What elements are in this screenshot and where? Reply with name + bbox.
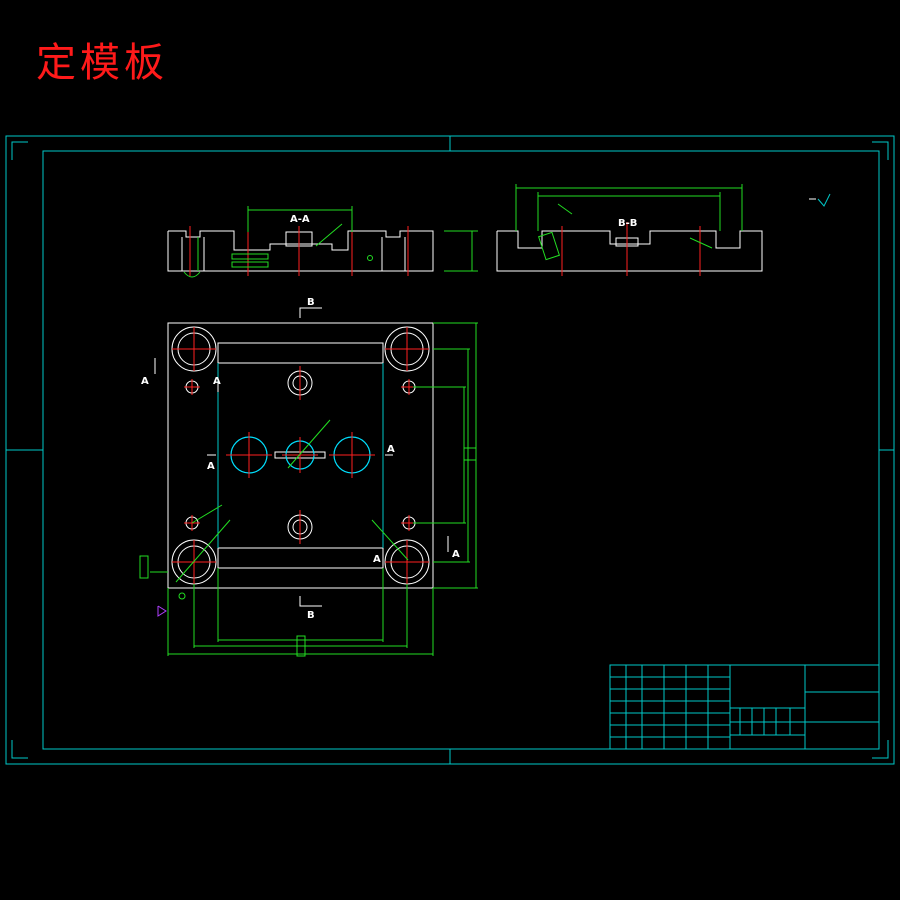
cut-label-a-right: A [452, 549, 460, 560]
cut-label-a-left-inner: A [213, 376, 221, 387]
section-aa-label: A-A [290, 214, 310, 225]
drawing-title: 定模板 [36, 40, 168, 86]
plan-view: B B A A A A A A [139, 297, 478, 657]
cut-label-a-mid-left: A [207, 461, 215, 472]
roughness-symbol [809, 193, 831, 207]
cut-label-a-mid-right: A [387, 444, 395, 455]
cut-label-a-lower: A [373, 554, 381, 565]
cut-label-a-left: A [141, 376, 149, 387]
title-block [609, 664, 880, 750]
cut-label-b-bottom: B [307, 610, 315, 621]
section-bb-label: B-B [618, 218, 637, 229]
drawing-frame [5, 135, 895, 765]
cut-label-b-top: B [307, 297, 315, 308]
datum-circle [178, 592, 186, 600]
datum-symbol [157, 605, 167, 617]
section-bb-view: B-B [496, 184, 763, 276]
section-aa-view: A-A [167, 206, 478, 278]
